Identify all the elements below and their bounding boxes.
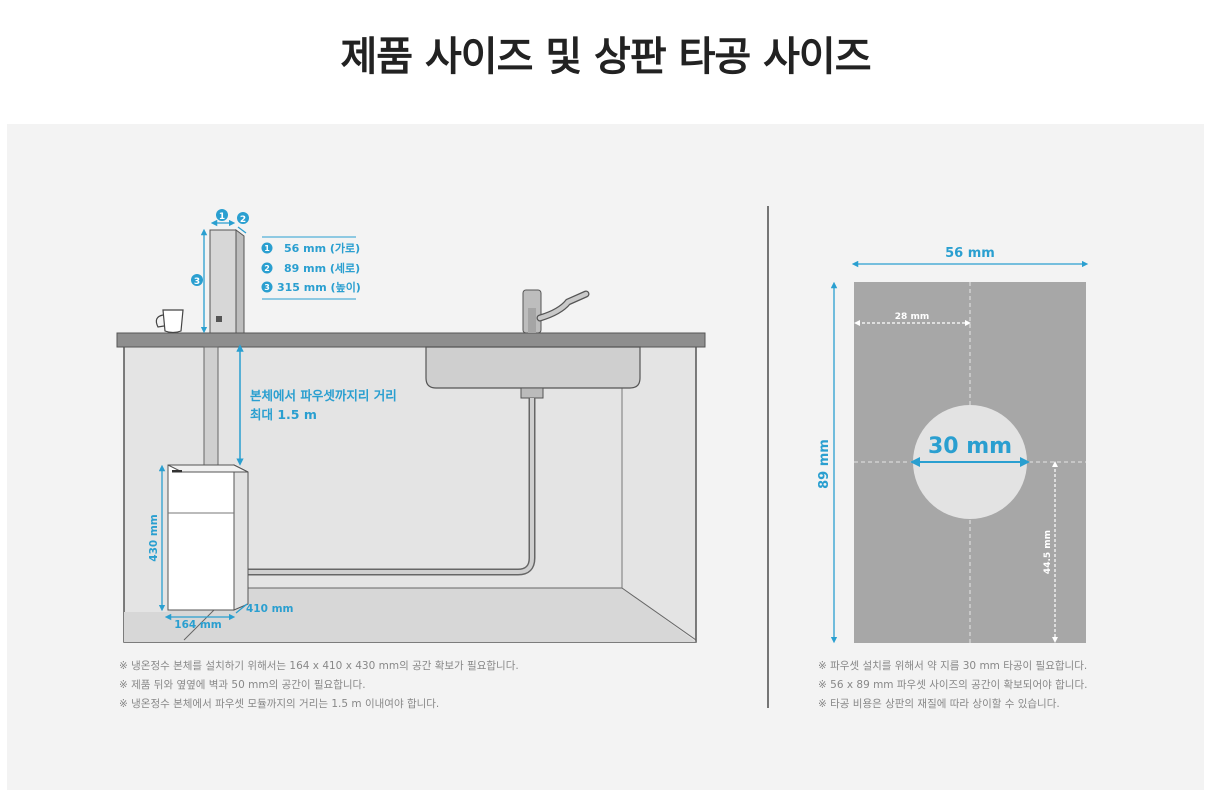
right-note-1: ※ 파우셋 설치를 위해서 약 지름 30 mm 타공이 필요합니다.: [818, 660, 1088, 672]
half-width-label: 28 mm: [895, 312, 929, 322]
right-note-3: ※ 타공 비용은 상판의 재질에 따라 상이할 수 있습니다.: [818, 698, 1060, 710]
left-notes: ※ 냉온정수 본체를 설치하기 위해서는 164 x 410 x 430 mm의…: [119, 657, 519, 714]
body-width-label: 164 mm: [174, 619, 222, 631]
left-note-2: ※ 제품 뒤와 옆옆에 벽과 50 mm의 공간이 필요합니다.: [119, 679, 366, 691]
spec-width: 56 mm (가로): [284, 241, 360, 255]
spec-list: 1 56 mm (가로) 2 89 mm (세로) 3 315 mm (높이): [261, 241, 361, 294]
svg-text:2: 2: [264, 264, 270, 273]
marker-1: 1: [216, 209, 228, 222]
right-notes: ※ 파우셋 설치를 위해서 약 지름 30 mm 타공이 필요합니다. ※ 56…: [818, 657, 1087, 714]
water-pipe: [203, 346, 536, 576]
distance-value: 최대 1.5 m: [250, 407, 317, 422]
svg-text:3: 3: [194, 277, 200, 287]
cup-icon: [155, 309, 184, 334]
left-note-3: ※ 냉온정수 본체에서 파우셋 모듈까지의 거리는 1.5 m 이내여야 합니다…: [119, 698, 440, 710]
faucet-module: [209, 229, 245, 334]
svg-text:1: 1: [264, 244, 270, 253]
right-note-2: ※ 56 x 89 mm 파우셋 사이즈의 공간이 확보되어야 합니다.: [818, 679, 1088, 691]
water-purifier-body: [167, 464, 249, 611]
body-height-label: 430 mm: [148, 514, 160, 562]
page-title: 제품 사이즈 및 상판 타공 사이즈: [340, 34, 871, 80]
left-note-1: ※ 냉온정수 본체를 설치하기 위해서는 164 x 410 x 430 mm의…: [119, 660, 519, 672]
body-depth-label: 410 mm: [246, 603, 294, 615]
faucet-icon: [522, 289, 590, 334]
plate-height-label: 89 mm: [817, 439, 832, 489]
sink-basin: [425, 346, 641, 399]
distance-label: 본체에서 파우셋까지리 거리: [250, 388, 397, 403]
dim-89-arrow: [237, 226, 247, 234]
center-height-label: 44.5 mm: [1043, 530, 1053, 574]
marker-3: 3: [191, 274, 203, 287]
svg-text:3: 3: [264, 283, 270, 292]
svg-text:1: 1: [219, 212, 225, 222]
svg-text:2: 2: [240, 215, 246, 225]
hole-diameter-label: 30 mm: [928, 434, 1012, 459]
spec-depth: 89 mm (세로): [284, 261, 360, 275]
spec-height: 315 mm (높이): [277, 280, 361, 294]
body-depth-arrow: [235, 603, 248, 614]
marker-2: 2: [237, 212, 249, 225]
plate-width-label: 56 mm: [945, 246, 995, 261]
